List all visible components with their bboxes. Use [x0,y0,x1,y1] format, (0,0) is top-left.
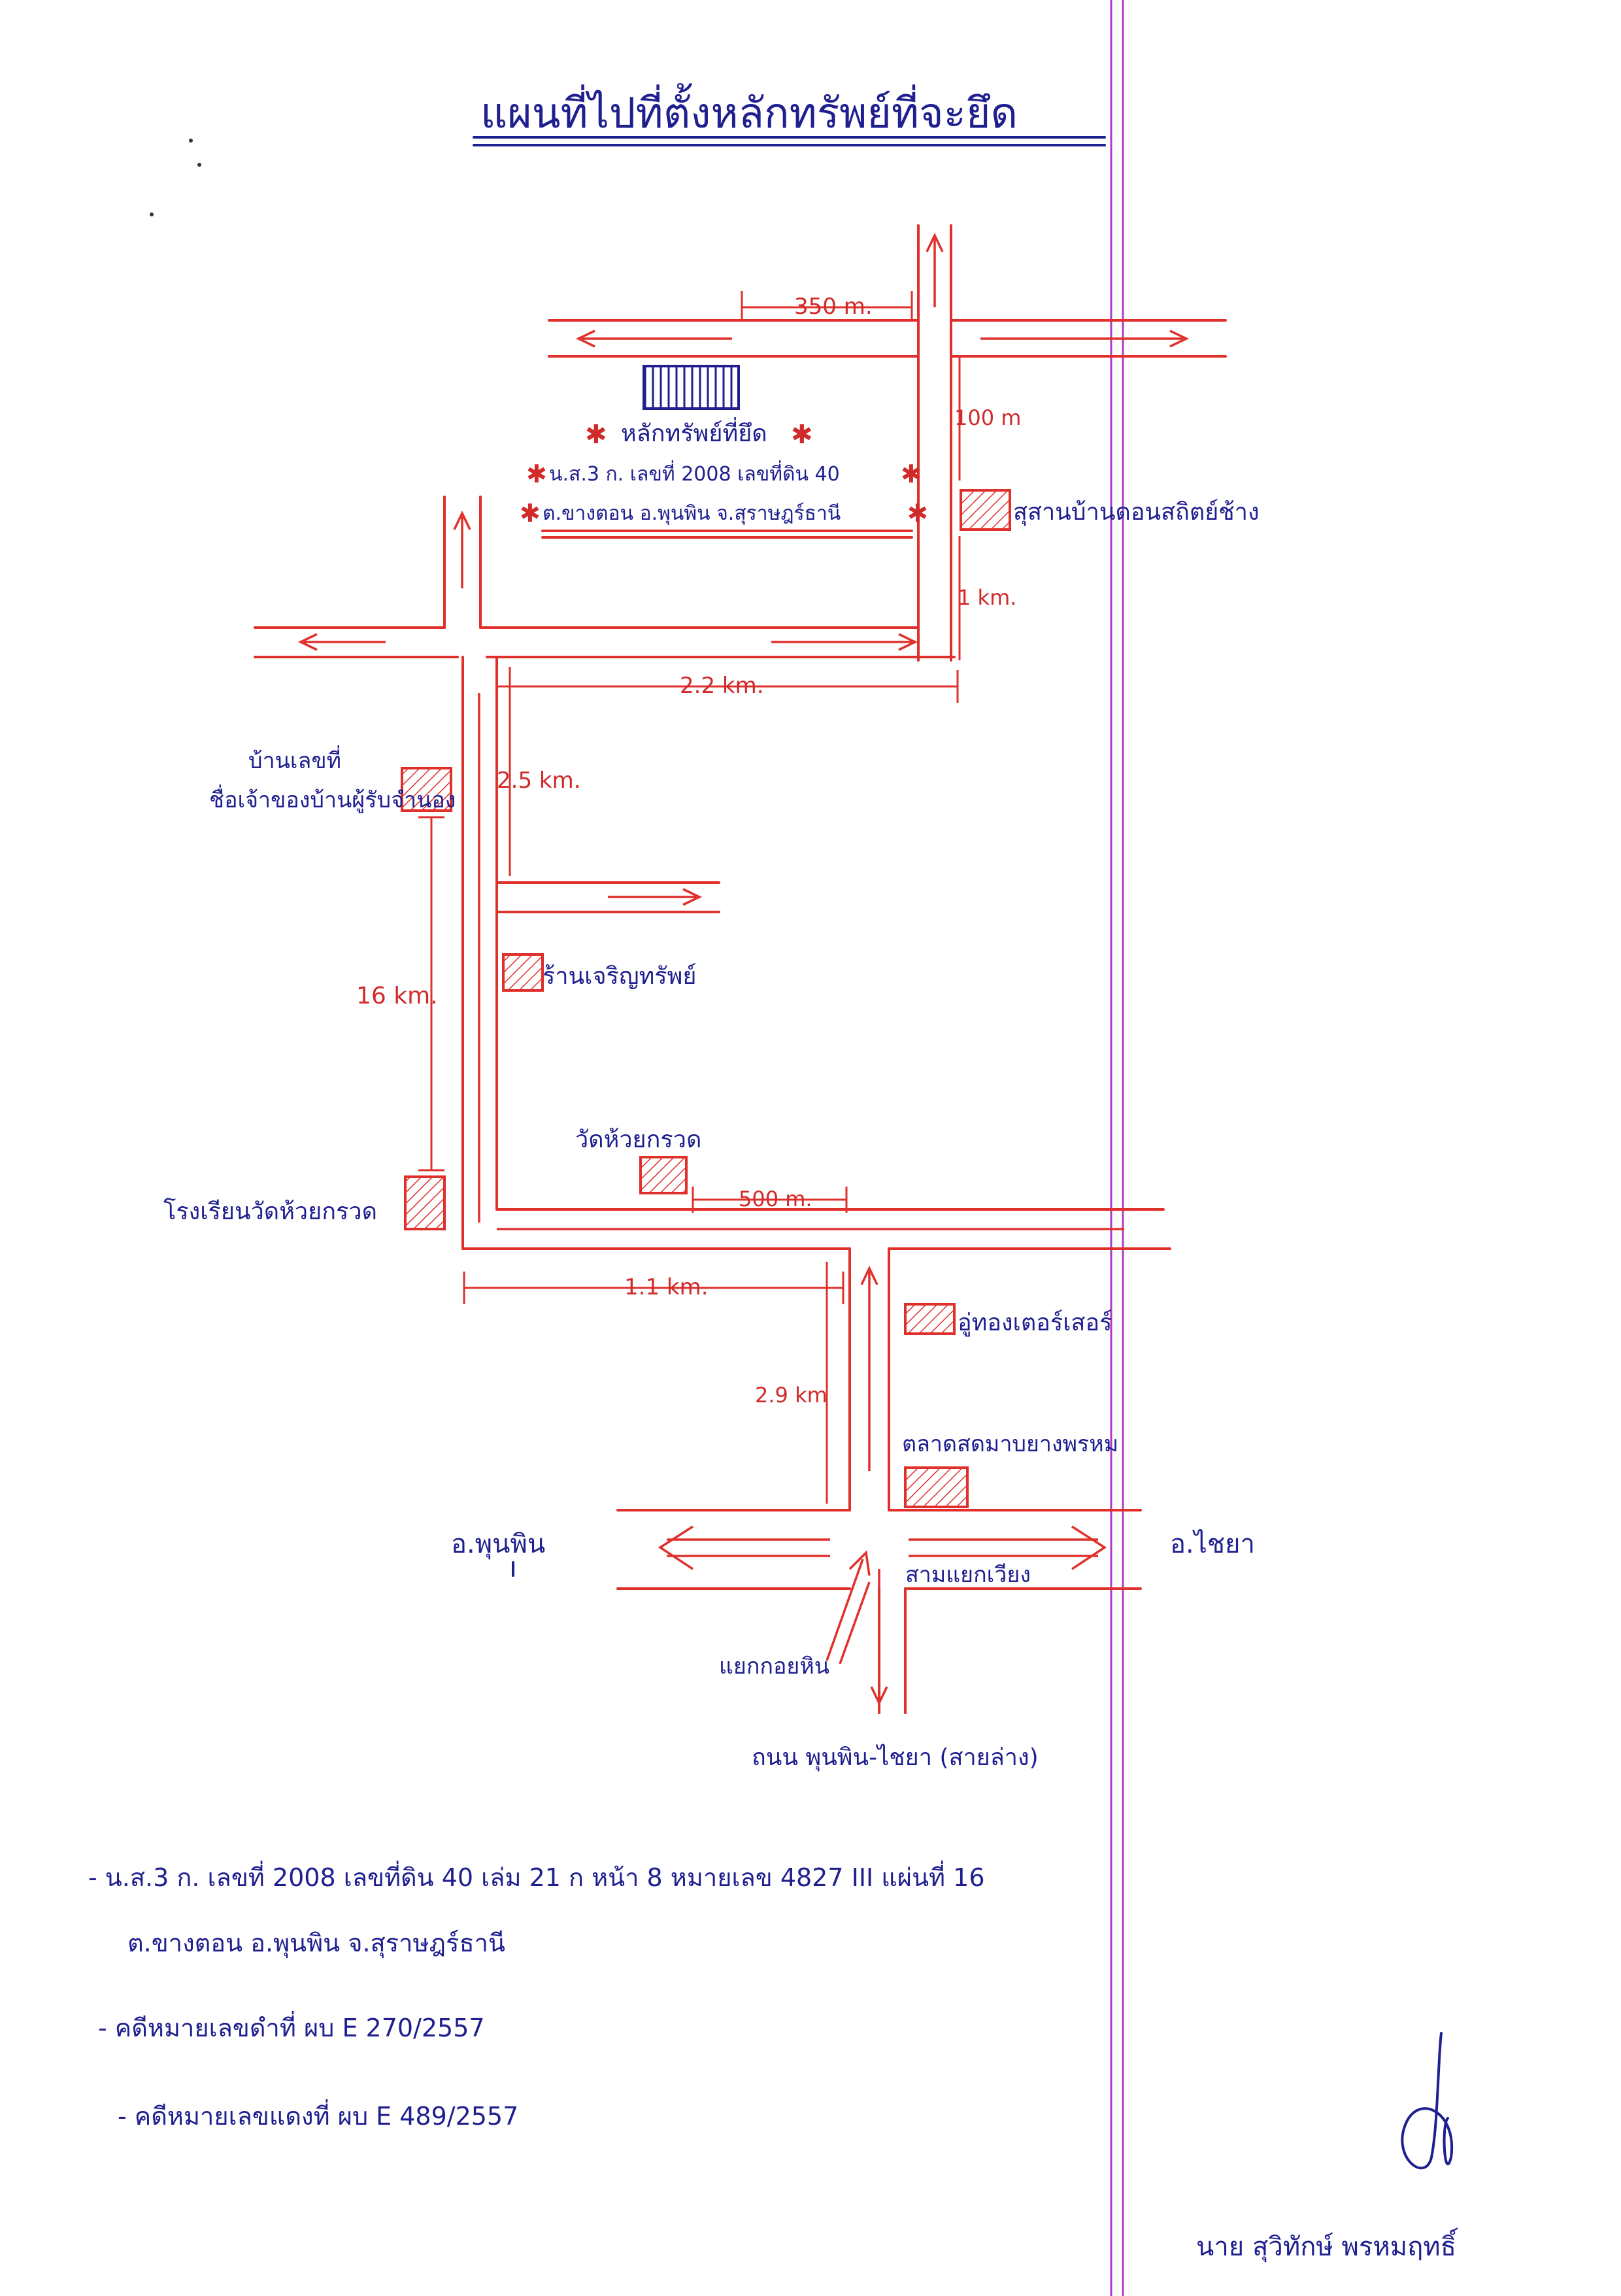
house-label: บ้านเลขที่ [248,745,341,774]
asterisk-icon: ✱ [901,460,922,488]
target-location-line: ต.ขางตอน อ.พุนพิน จ.สุราษฎร์ธานี [543,502,841,526]
road-final-vertical [826,1247,890,1511]
dist-16km: 16 km. [356,983,438,1009]
wat-box [639,1156,688,1194]
note-line-2: ต.ขางตอน อ.พุนพิน จ.สุราษฎร์ธานี [127,1929,505,1958]
intersection-label: แยกกอยหิน [719,1653,829,1680]
target-property-box [643,365,740,410]
shop-box [502,953,544,992]
school-label: โรงเรียนวัดห้วยกรวด [163,1198,377,1225]
market-box [904,1466,969,1508]
dist-500m: 500 m. [739,1187,812,1211]
signature-name: นาย สุวิทักษ์ พรหมฤทธิ์ [1196,2227,1458,2263]
dim-16km [418,816,444,1172]
dist-350m: 350 m. [794,294,873,320]
road-lower-horizontal [461,1208,1171,1250]
target-label: หลักทรัพย์ที่ยึด [621,417,767,447]
school-box [404,1175,446,1230]
dim-1-1km [463,1272,844,1304]
ink-dot [150,212,154,216]
dist-100m: 100 m [954,405,1021,430]
shop-label: ร้านเจริญทรัพย์ [543,963,696,990]
cemetery-label: สุสานบ้านดอนสถิตย์ช้าง [1013,499,1260,526]
market-label: ตลาดสดมาบยางพรหม [902,1431,1118,1457]
road-top-vertical [917,224,952,662]
asterisk-icon: ✱ [526,460,547,488]
ink-dot [189,139,193,143]
asterisk-icon: ✱ [791,420,813,450]
road-top-horizontal [548,319,1227,358]
asterisk-icon: ✱ [585,420,607,450]
dist-1-1km: 1.1 km. [624,1274,709,1300]
asterisk-icon: ✱ [907,499,928,528]
wat-label: วัดห้วยกรวด [575,1126,701,1153]
cemetery-box [960,489,1011,531]
main-road-label: ถนน พุนพิน-ไชยา (สายล่าง) [752,1744,1039,1772]
dist-1km: 1 km. [958,585,1016,610]
note-line-4: - คดีหมายเลขแดงที่ ผบ E 489/2557 [118,2099,518,2131]
left-city-label: อ.พุนพิน [451,1529,545,1560]
note-line-1: - น.ส.3 ก. เลขที่ 2008 เลขที่ดิน 40 เล่ม… [88,1861,985,1892]
road-main-vertical [461,656,498,1250]
ink-dot [197,163,201,167]
dist-2-5km: 2.5 km. [497,768,581,794]
note-line-3: - คดีหมายเลขดำที่ ผบ E 270/2557 [98,2011,485,2042]
road-left-upper-vertical [443,496,482,629]
junction-label: สามแยกเวียง [905,1562,1031,1588]
house-label-2: ชื่อเจ้าของบ้านผู้รับจำนอง [209,785,456,813]
garage-box [904,1303,956,1335]
right-city-label: อ.ไชยา [1170,1529,1255,1559]
dist-2-9km: 2.9 km [755,1383,827,1408]
map-title: แผนที่ไปที่ตั้งหลักทรัพย์ที่จะยึด [480,83,1018,138]
dim-350m [741,291,913,320]
road-mid-horizontal [254,626,956,658]
signature-mark [1401,2032,1454,2170]
road-branch-2-5km [495,667,720,913]
garage-label: อู่ทองเตอร์เสอร์ [958,1309,1112,1337]
dist-2-2km: 2.2 km. [680,673,764,699]
target-deed-line: น.ส.3 ก. เลขที่ 2008 เลขที่ดิน 40 [549,460,840,486]
asterisk-icon: ✱ [520,499,541,528]
house-box [401,767,452,812]
road-main-bottom [616,1509,1142,1714]
